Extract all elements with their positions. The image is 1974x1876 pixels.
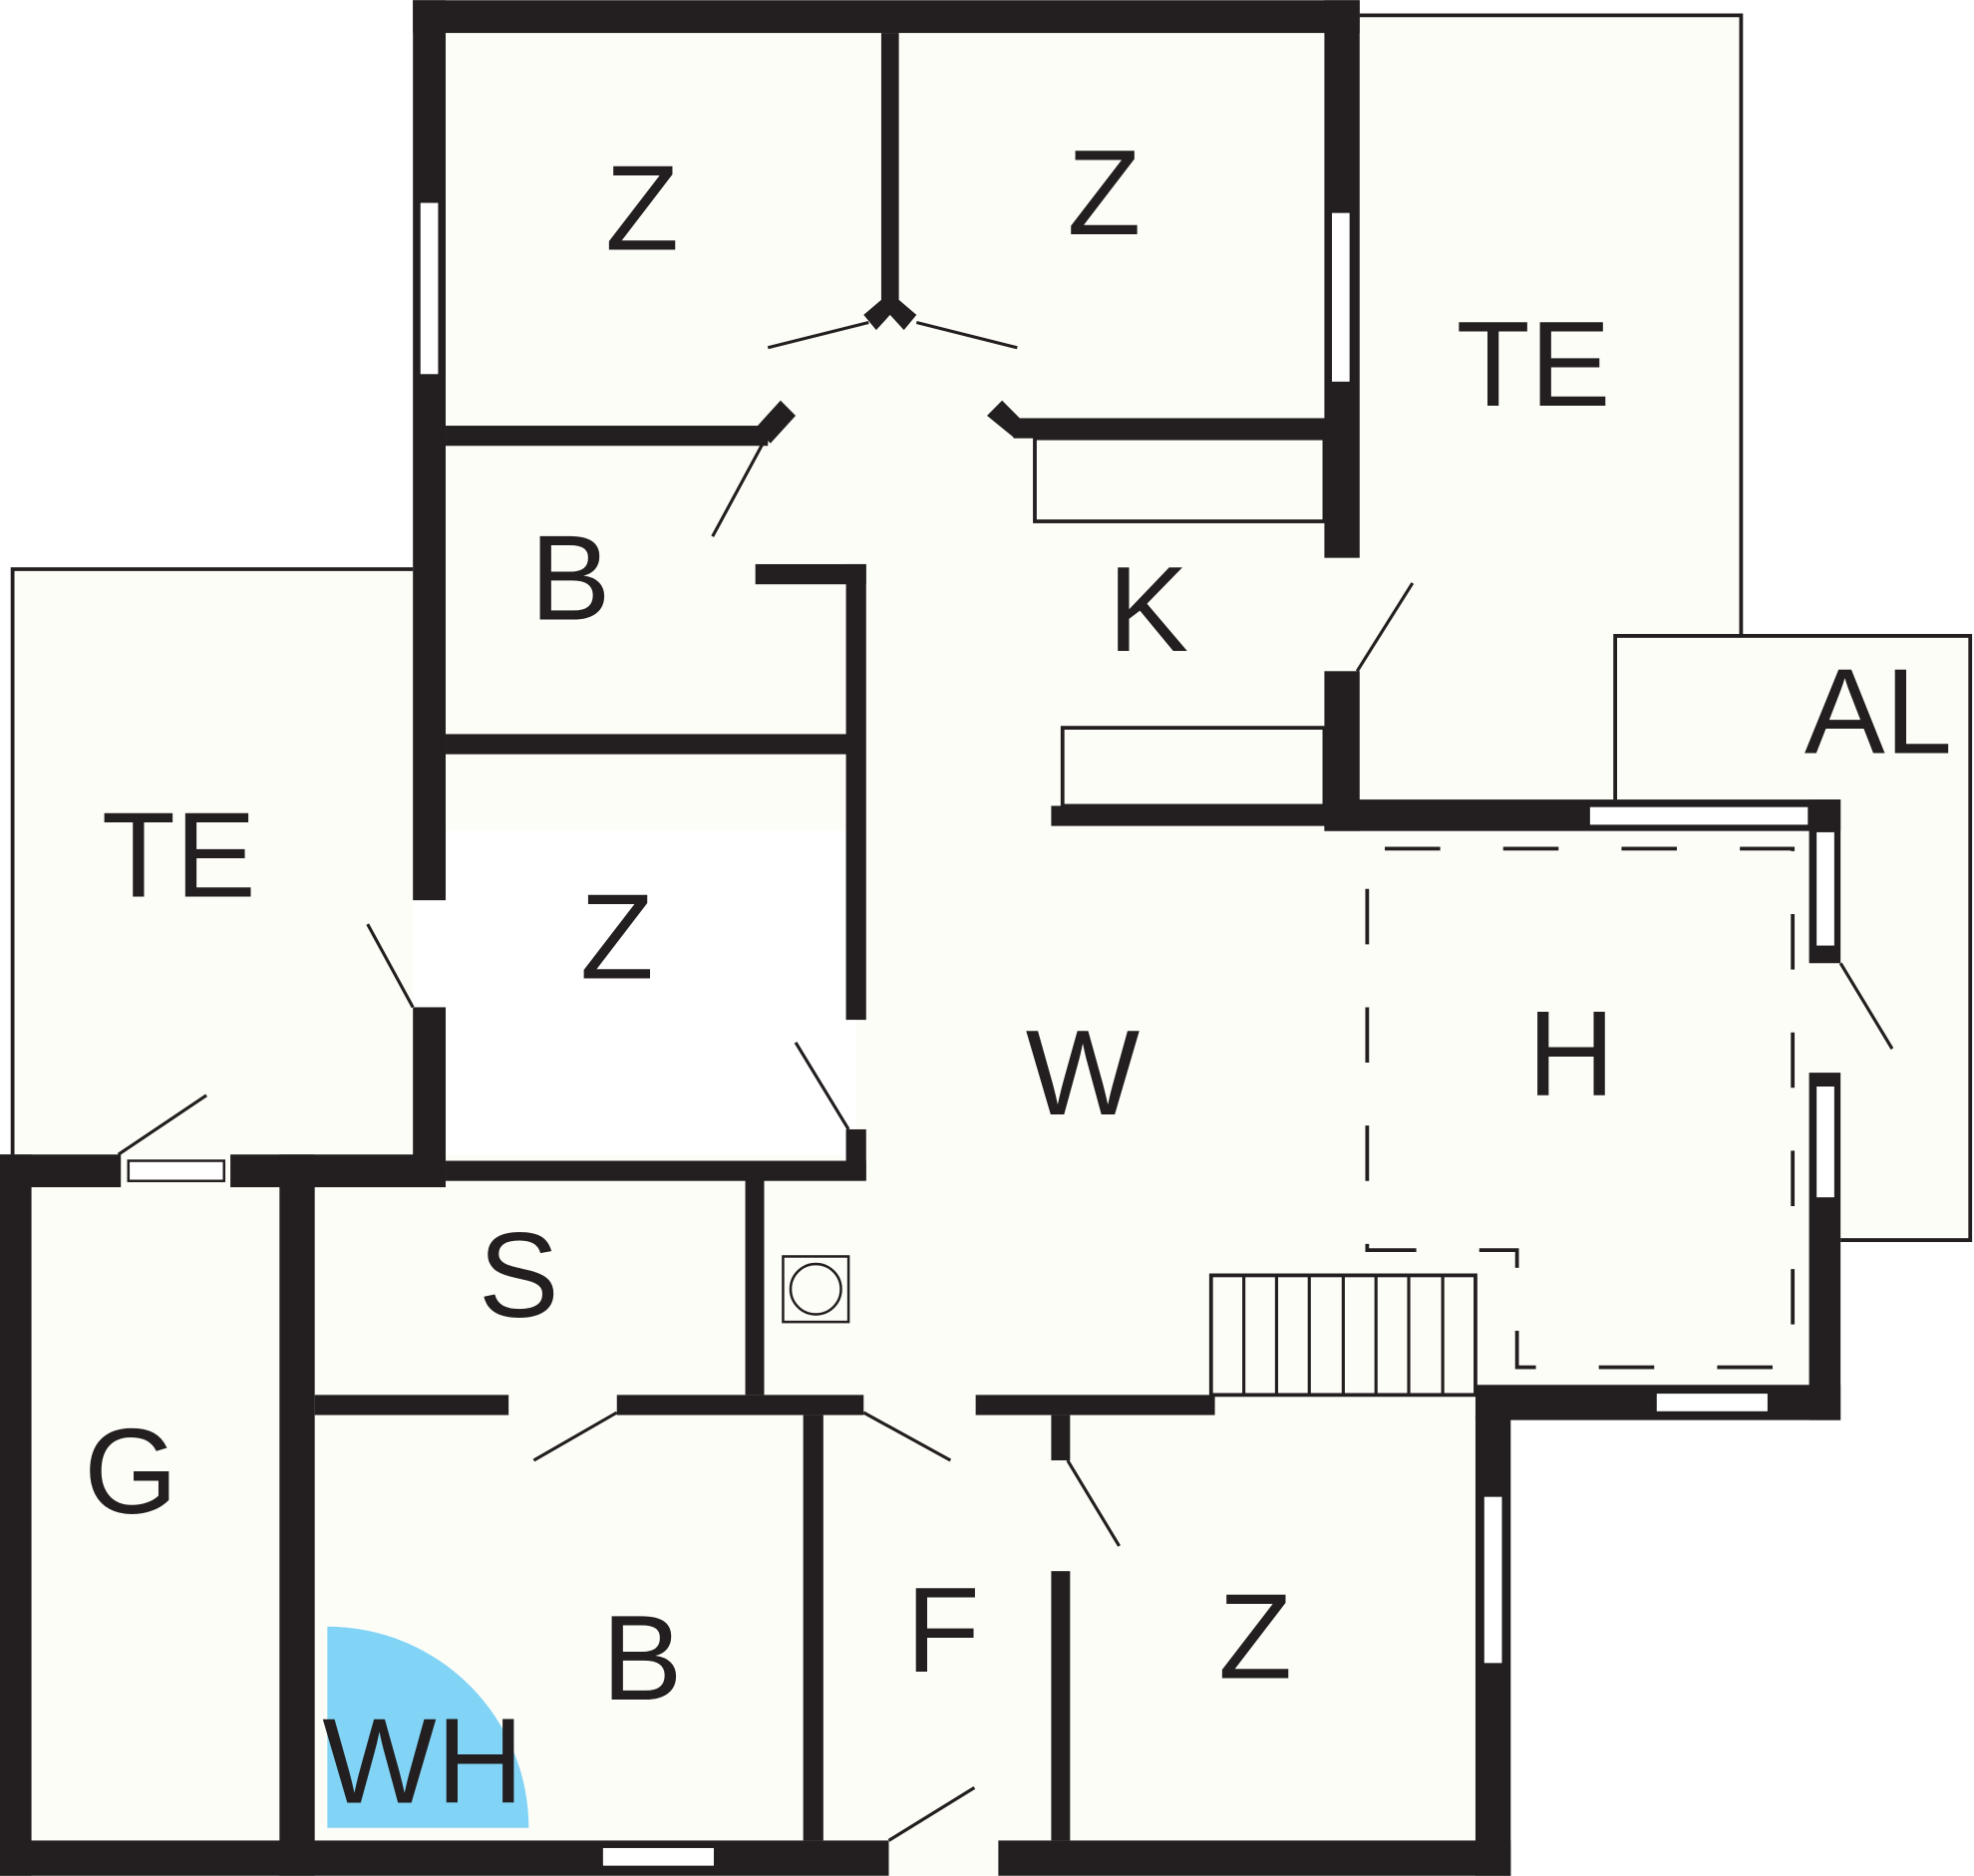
room-label-b-bottom: B xyxy=(602,1590,683,1725)
walls xyxy=(0,0,1841,1876)
room-label-wh: WH xyxy=(322,1694,523,1829)
staircase xyxy=(1208,1273,1478,1398)
room-label-al: AL xyxy=(1805,643,1952,779)
whirlpool-area xyxy=(327,1626,529,1828)
room-label-z-top-right: Z xyxy=(1067,125,1141,260)
door-swings xyxy=(117,320,1894,1842)
kitchen-counters xyxy=(1033,436,1327,808)
windows xyxy=(127,200,1837,1869)
room-label-h: H xyxy=(1527,986,1615,1121)
room-label-f: F xyxy=(906,1562,980,1698)
room-label-te-left: TE xyxy=(102,786,256,922)
room-label-b-top: B xyxy=(530,510,611,646)
stove-icon xyxy=(782,1255,850,1324)
room-label-z-bottom: Z xyxy=(1218,1569,1292,1705)
room-label-g: G xyxy=(84,1404,177,1539)
room-labels: Z Z TE B K AL TE Z W H S G B F Z WH xyxy=(84,125,1952,1828)
room-label-z-middle: Z xyxy=(580,868,654,1004)
upper-level-outline xyxy=(1365,846,1796,1370)
room-label-z-top-left: Z xyxy=(605,140,679,275)
room-label-k: K xyxy=(1108,541,1188,677)
room-label-s: S xyxy=(479,1207,559,1343)
room-label-te-right: TE xyxy=(1457,296,1611,432)
room-label-w: W xyxy=(1026,1005,1140,1140)
terrace-outlines xyxy=(10,13,1973,1242)
